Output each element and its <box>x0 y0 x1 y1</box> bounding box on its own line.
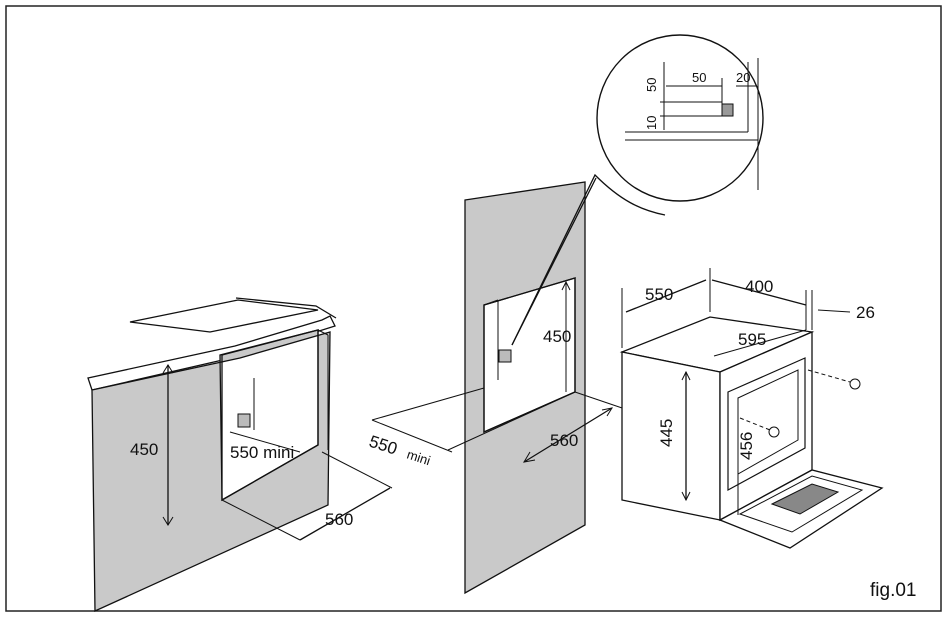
oven-depth-2-dimension <box>711 279 807 306</box>
oven-width-label: 595 <box>738 330 766 349</box>
detail-horizontal-offset-label: 50 <box>692 70 706 85</box>
oven-screw-top <box>849 378 861 390</box>
middle-width-dimension <box>523 407 613 463</box>
left-cabinet: 450 550 mini 560 <box>87 297 393 613</box>
figure-label: fig.01 <box>870 580 916 601</box>
callout-pointer <box>511 173 666 346</box>
oven-door-glass <box>770 483 840 515</box>
middle-bracket <box>498 349 512 363</box>
oven-depth-2-label: 400 <box>745 277 773 296</box>
oven-depth-label: 550 <box>645 285 673 304</box>
middle-cabinet-panel <box>464 181 586 595</box>
middle-cabinet: 450 550 mini 560 <box>367 181 629 595</box>
oven-screw-side <box>768 426 780 438</box>
oven-depth-dimension <box>625 279 707 313</box>
middle-depth-label: 550 <box>367 432 400 459</box>
detail-edge-offset-label: 20 <box>736 70 750 85</box>
left-width-dimension <box>299 487 391 541</box>
figure-frame <box>5 5 942 612</box>
oven: 550 400 26 595 445 456 <box>619 268 884 549</box>
oven-door-height-label: 456 <box>737 432 756 460</box>
left-worktop-top <box>129 299 319 333</box>
left-height-label: 450 <box>130 440 158 459</box>
middle-height-label: 450 <box>543 327 571 346</box>
callout-circle <box>596 34 764 202</box>
detail-callout: 50 10 50 20 <box>511 34 764 346</box>
oven-width-dimension <box>713 329 807 357</box>
oven-height-label: 445 <box>657 419 676 447</box>
middle-depth-suffix: mini <box>405 447 432 469</box>
oven-front-thickness-dimension <box>817 309 851 313</box>
detail-bracket <box>721 103 734 117</box>
left-depth-dimension <box>229 431 301 453</box>
left-bracket <box>237 413 251 428</box>
oven-front-thickness-label: 26 <box>856 303 875 322</box>
left-width-label: 560 <box>325 510 353 529</box>
detail-vertical-offset-label: 50 <box>644 78 659 92</box>
middle-width-label: 560 <box>550 431 578 450</box>
left-depth-label: 550 mini <box>230 443 294 462</box>
detail-bracket-height-label: 10 <box>644 116 659 130</box>
